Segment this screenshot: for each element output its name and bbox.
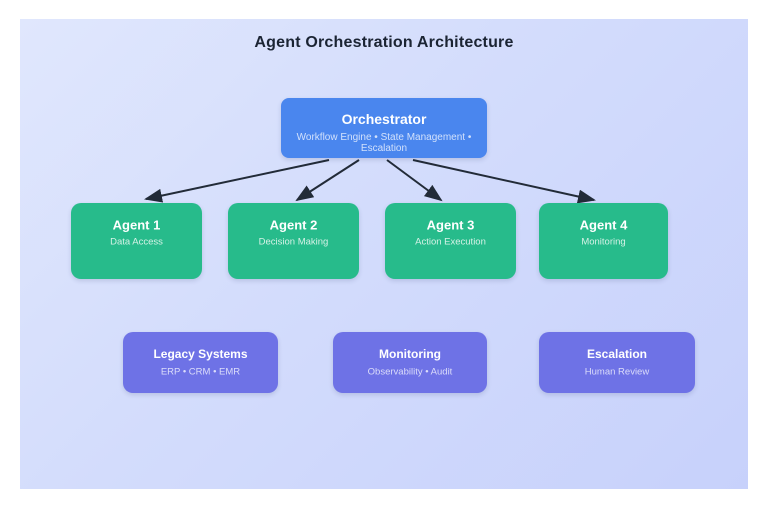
agent-4-subtitle: Monitoring [581,236,626,248]
diagram-title: Agent Orchestration Architecture [254,34,514,51]
orchestrator-node: Orchestrator Workflow Engine • State Man… [281,98,487,158]
escalation-node: Escalation Human Review [539,332,695,393]
escalation-title: Escalation [586,347,648,361]
agent-3-node: Agent 3 Action Execution [385,203,516,279]
agent-2-title: Agent 2 [269,217,318,233]
monitoring-subtitle: Observability • Audit [367,366,453,378]
agent-4-node: Agent 4 Monitoring [539,203,668,279]
agent-2-node: Agent 2 Decision Making [228,203,359,279]
orchestrator-subtitle: Workflow Engine • State Management • Esc… [296,132,472,154]
legacy-systems-subtitle: ERP • CRM • EMR [160,366,241,378]
orchestrator-title: Orchestrator [341,111,427,127]
legacy-systems-title: Legacy Systems [153,347,248,361]
monitoring-title: Monitoring [379,347,441,361]
agent-2-subtitle: Decision Making [258,236,329,248]
monitoring-node: Monitoring Observability • Audit [333,332,487,393]
agent-4-title: Agent 4 [579,217,628,233]
agent-1-title: Agent 1 [112,217,161,233]
agent-3-title: Agent 3 [426,217,475,233]
agent-3-subtitle: Action Execution [415,236,486,248]
agent-1-subtitle: Data Access [110,236,163,248]
escalation-subtitle: Human Review [584,366,650,378]
legacy-systems-node: Legacy Systems ERP • CRM • EMR [123,332,278,393]
agent-1-node: Agent 1 Data Access [71,203,202,279]
